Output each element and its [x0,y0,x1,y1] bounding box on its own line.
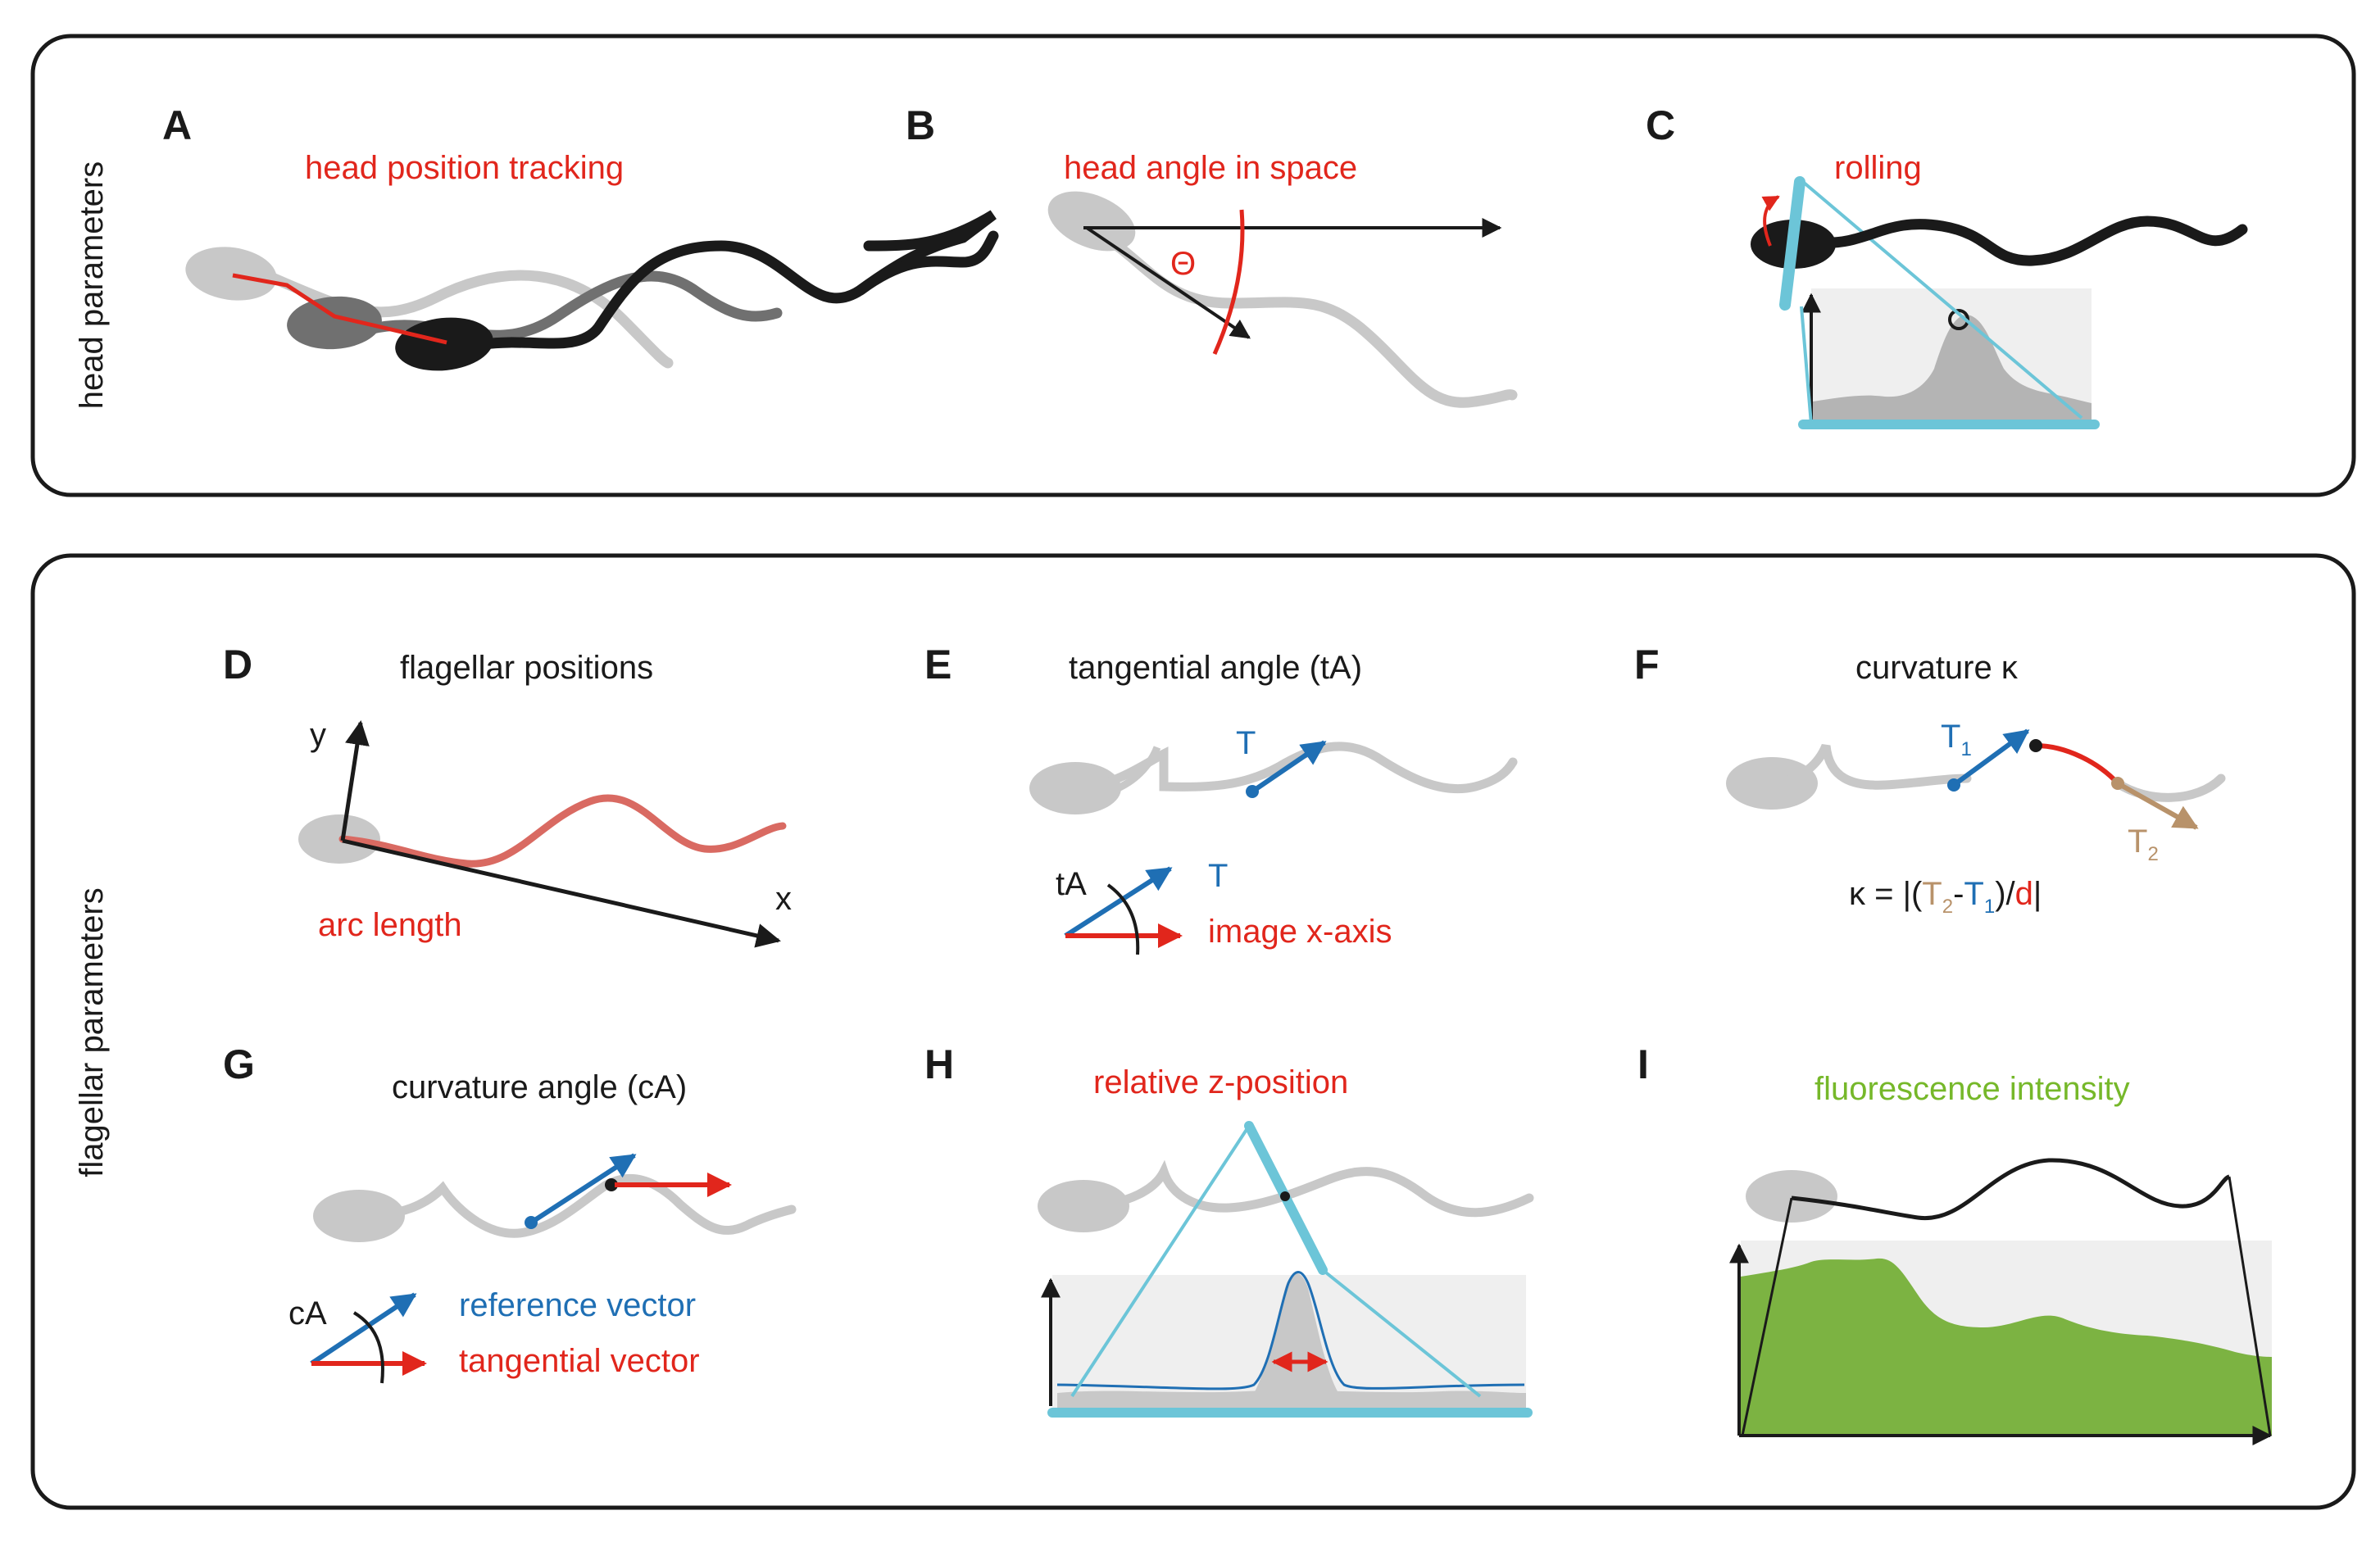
cA-arc [352,1311,384,1384]
cA-label: cA [288,1295,327,1332]
panel-h: H relative z-position [924,1041,1534,1418]
flagellar-parameters-box [30,553,2356,1510]
head-track-line [232,273,447,345]
sperm-a-dark-tail [478,210,997,350]
theta-arc [1212,209,1245,356]
tA-label: tA [1056,866,1087,902]
tangent-T2-f [2116,781,2199,830]
panel-f-label: F [1634,642,1660,687]
T1-label: T1 [1941,719,1972,760]
panel-h-label: H [924,1041,954,1087]
panel-d: D flagellar positions y x arc length [223,642,792,948]
legend-ref-label: reference vector [459,1287,696,1323]
legend-T-arrow [1064,866,1173,938]
panel-b-title: head angle in space [1064,150,1357,186]
segment-start-point [2029,739,2042,752]
x-axis-arrow [342,838,781,948]
panel-h-title: relative z-position [1093,1064,1348,1100]
tangent-label-e: T [1236,725,1256,761]
head-axis-arrow [1085,226,1251,339]
projection-right [2228,1176,2272,1436]
T2-point [2111,777,2124,790]
sperm-a-dark-tail-end [855,230,999,296]
panel-c-title: rolling [1834,150,1922,186]
head-parameters-box [30,34,2356,497]
light-sheet-thick [1779,176,1805,311]
fluorescence-intensity-profile [1741,1258,2272,1436]
panel-i-label: I [1637,1041,1649,1087]
sperm-a-light-head [185,247,277,301]
flagellum-g [356,1174,797,1238]
T2-label: T2 [2128,823,2159,865]
sperm-i-head [1746,1170,1837,1223]
panel-a: A head position tracking [162,102,999,371]
panel-c-label: C [1646,102,1675,148]
legend-tan-label: tangential vector [459,1343,700,1379]
projection-left [1741,1197,1793,1436]
flagellum-h [1080,1159,1534,1218]
tA-arc [1106,883,1140,955]
arc-length-label: arc length [318,907,462,943]
rolling-intensity-profile [1813,315,2092,420]
x-axis-label: x [775,881,792,917]
panel-a-label: A [162,102,192,148]
panel-g-label: G [223,1041,255,1087]
reference-point-g [525,1216,538,1229]
legend-T-label: T [1208,858,1228,894]
flagellum-d [338,794,787,868]
flagellum-e-neck [1116,746,1161,792]
panel-g-title: curvature angle (cA) [392,1069,687,1105]
rolling-arrow [1761,195,1780,247]
light-sheet-left [1800,306,1813,425]
head-parameters-label: head parameters [74,161,110,409]
z-gaussian-curve [1056,1271,1525,1390]
y-axis-arrow [340,720,370,842]
panel-e: E tangential angle (tA) T tA T image x-a… [924,642,1518,955]
y-axis-label: y [310,717,326,753]
panel-b: B head angle in space Θ [906,102,1518,408]
curvature-equation: κ = |(T2-T1)/d| [1849,876,2042,918]
tangent-vector-e [1251,740,1327,794]
sperm-b-head [1047,191,1136,252]
panel-i-title: fluorescence intensity [1815,1071,2130,1107]
flagellar-parameters-label: flagellar parameters [74,887,110,1177]
sperm-b-tail [1092,227,1518,408]
panel-f: F curvature κ T1 T2 κ = |(T2-T1)/d| [1634,642,2226,918]
tangent-T1-f [1952,728,2030,787]
T1-point [1947,778,1960,792]
panel-d-title: flagellar positions [400,650,653,686]
flagellum-i [1791,1158,2231,1221]
curvature-segment [2035,743,2120,786]
tangent-point-g [605,1178,618,1191]
panel-c: C rolling [1646,102,2248,429]
panel-i: I fluorescence intensity [1637,1041,2273,1445]
flagellum-f [1769,743,1972,790]
sperm-c-tail [1814,215,2248,266]
z-intersection-point [1280,1191,1290,1201]
panel-b-label: B [906,102,935,148]
z-sheet-left [1070,1124,1251,1398]
legend-x-label: image x-axis [1208,914,1392,950]
panel-f-title: curvature κ [1855,650,2019,686]
sperm-a-mid-head [287,296,382,350]
panel-e-label: E [924,642,952,687]
theta-symbol: Θ [1170,246,1196,282]
tangent-point-e [1246,785,1259,798]
panel-g: G curvature angle (cA) cA reference vect… [223,1041,797,1384]
panel-e-title: tangential angle (tA) [1069,650,1362,686]
panel-d-label: D [223,642,252,687]
z-sheet-right [1321,1268,1482,1398]
reference-vector-g [529,1153,637,1225]
light-sheet-right [1801,180,2083,420]
legend-ref-arrow [310,1292,417,1366]
sperm-a-dark-head [395,317,493,371]
panel-a-title: head position tracking [305,150,624,186]
